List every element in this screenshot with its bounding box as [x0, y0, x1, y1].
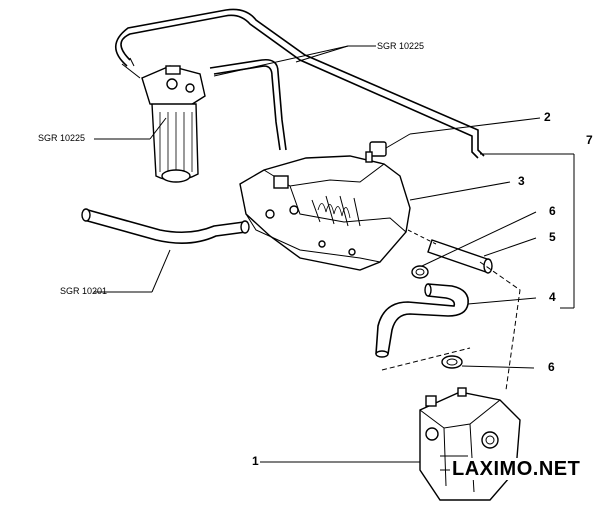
clamp-upper-6: [411, 265, 429, 279]
callout-4: 4: [549, 290, 556, 304]
label-sgr-10225-left: SGR 10225: [38, 133, 86, 143]
assembly-dashed-lines: [381, 229, 521, 391]
callout-3: 3: [518, 174, 525, 188]
callout-2: 2: [544, 110, 551, 124]
bolt-part-2: [365, 133, 411, 163]
watermark: LAXIMO.NET: [450, 458, 583, 480]
clamp-lower-6: [441, 355, 463, 369]
pipe-part-5: [427, 239, 493, 274]
manifold-housing: [239, 155, 411, 271]
callout-6-upper: 6: [549, 204, 556, 218]
hose-sgr-10201: [81, 208, 250, 244]
injection-pump: [419, 387, 521, 501]
callout-1: 1: [252, 454, 259, 468]
fuel-filter: [121, 57, 206, 183]
return-pipe-top: [114, 8, 485, 159]
label-sgr-10225-top: SGR 10225: [377, 41, 425, 51]
hose-part-4: [375, 283, 469, 358]
leader-lines: [94, 45, 575, 463]
callout-6-lower: 6: [548, 360, 555, 374]
callout-5: 5: [549, 230, 556, 244]
callout-7: 7: [586, 133, 593, 147]
pipe-filter-to-manifold: [209, 58, 287, 151]
label-sgr-10201: SGR 10201: [60, 286, 108, 296]
